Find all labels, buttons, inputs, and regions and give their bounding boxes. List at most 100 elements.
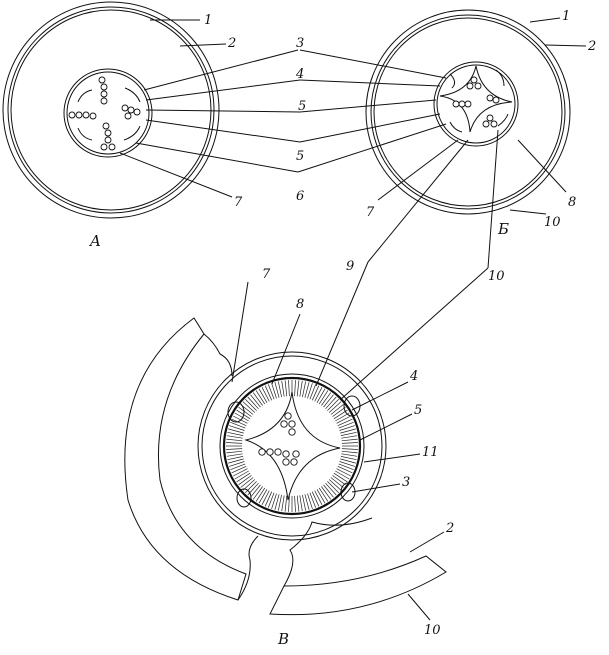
label-a-6: 6 [296, 189, 304, 204]
tracheid-ray [281, 380, 285, 397]
label-b-10-bottom: 10 [488, 269, 505, 284]
tracheid-ray [238, 406, 252, 417]
tracheid-ray [327, 399, 339, 411]
tracheid-ray [226, 438, 243, 442]
tracheid-ray [339, 425, 355, 431]
label-b-7: 7 [366, 205, 375, 220]
tracheid-ray [277, 381, 282, 398]
label-c-2: 2 [445, 521, 454, 536]
tracheid-ray [309, 492, 317, 508]
tracheid-ray [226, 435, 243, 439]
tracheid-ray [226, 450, 243, 454]
tracheid-ray [274, 382, 280, 398]
tracheid-ray [234, 412, 249, 422]
label-b-10-top: 10 [544, 215, 561, 230]
tracheid-ray [328, 479, 342, 491]
tracheid-ray [309, 384, 317, 400]
panel-label-a: A [88, 232, 101, 250]
panel-a-leader-lines [119, 19, 301, 198]
tracheid-ray [284, 495, 288, 512]
label-c-4: 4 [409, 369, 418, 384]
label-c-11: 11 [422, 445, 439, 460]
label-a-4: 4 [295, 67, 304, 82]
label-a-2: 2 [227, 36, 236, 51]
label-a-1: 1 [204, 13, 212, 28]
tracheid-ray [242, 479, 256, 491]
tracheid-ray [339, 461, 355, 467]
tracheid-ray [311, 385, 320, 401]
tracheid-ray [236, 472, 251, 483]
tracheid-ray [250, 394, 261, 408]
tracheid-ray [335, 470, 350, 480]
tracheid-ray [332, 475, 346, 486]
tracheid-ray [299, 380, 303, 397]
tracheid-ray [321, 486, 332, 500]
tracheid-ray [233, 415, 248, 424]
tracheid-ray [302, 381, 307, 398]
tracheid-ray [302, 494, 307, 511]
tracheid-ray [261, 387, 270, 402]
label-c-7: 7 [262, 267, 271, 282]
tracheid-ray [242, 401, 256, 413]
tracheid-ray [304, 382, 310, 398]
tracheid-ray [340, 428, 356, 434]
tracheid-ray [325, 482, 337, 496]
label-b-9: 9 [346, 259, 354, 274]
panel-label-b: Б [497, 220, 509, 238]
panel-c-tracheid-ring [226, 380, 358, 512]
tracheid-ray [294, 380, 296, 397]
label-c-10: 10 [424, 623, 441, 638]
tracheid-ray [255, 487, 266, 502]
panel-a-labels: 1 2 3 4 5 5 6 7 A [88, 13, 306, 250]
tracheid-ray [314, 387, 323, 402]
tracheid-ray [288, 380, 290, 397]
tracheid-ray [340, 458, 356, 464]
tracheid-ray [288, 495, 290, 512]
tracheid-ray [252, 392, 263, 406]
tracheid-ray [332, 406, 346, 417]
tracheid-ray [284, 380, 288, 397]
panel-c-root-section [124, 261, 489, 621]
tracheid-ray [234, 470, 249, 480]
tracheid-ray [296, 380, 300, 397]
tracheid-ray [271, 493, 277, 509]
tracheid-ray [325, 396, 337, 410]
tracheid-ray [247, 396, 259, 410]
tracheid-ray [240, 477, 254, 488]
tracheid-ray [316, 489, 326, 504]
tracheid-ray [229, 461, 245, 467]
tracheid-ray [330, 404, 344, 415]
panel-c-xylem-vessels [258, 412, 300, 466]
tracheid-ray [330, 477, 344, 488]
label-a-5-lower: 5 [296, 149, 304, 164]
label-a-5-upper: 5 [298, 99, 306, 114]
tracheid-ray [261, 490, 270, 505]
label-c-3: 3 [402, 475, 410, 490]
tracheid-ray [328, 401, 342, 413]
tracheid-ray [321, 392, 332, 406]
tracheid-ray [336, 415, 351, 424]
tracheid-ray [294, 495, 296, 512]
tracheid-ray [231, 465, 247, 474]
tracheid-ray [227, 431, 244, 436]
tracheid-ray [227, 456, 244, 461]
tracheid-ray [226, 453, 243, 457]
label-c-8: 8 [296, 297, 304, 312]
label-c-5: 5 [414, 403, 422, 418]
tracheid-ray [238, 475, 252, 486]
tracheid-ray [277, 494, 282, 511]
panel-c-leader-lines [231, 261, 489, 621]
label-a-7: 7 [234, 195, 243, 210]
tracheid-ray [336, 468, 351, 477]
tracheid-ray [323, 484, 334, 498]
tracheid-ray [245, 399, 257, 411]
tracheid-ray [255, 390, 266, 405]
tracheid-ray [230, 463, 246, 471]
tracheid-ray [296, 495, 300, 512]
tracheid-ray [318, 390, 329, 405]
tracheid-ray [252, 486, 263, 500]
label-b-8: 8 [568, 195, 576, 210]
tracheid-ray [337, 418, 353, 427]
tracheid-ray [274, 494, 280, 510]
